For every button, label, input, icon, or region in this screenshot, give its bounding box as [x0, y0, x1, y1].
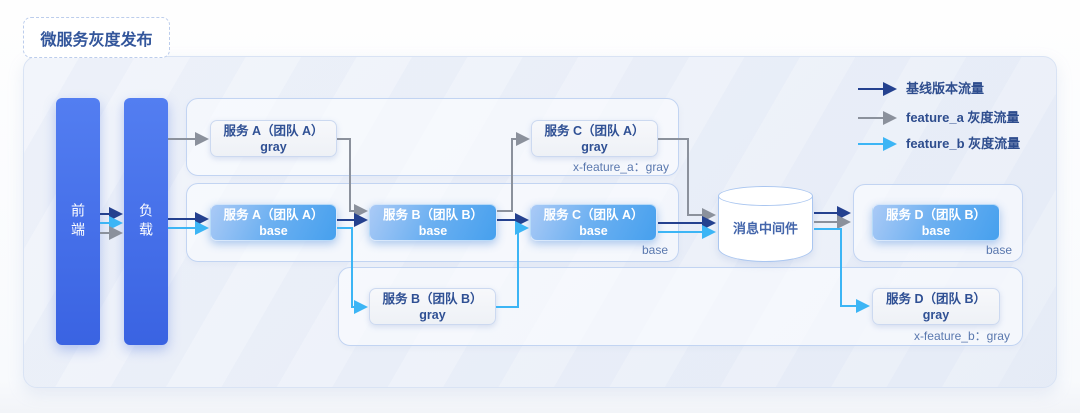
lane-label-base-d: base: [985, 243, 1012, 257]
legend-item-baseline: 基线版本流量: [906, 81, 985, 96]
node-load-balancer: 负载: [124, 98, 168, 345]
node-service-b-gray: 服务 B（团队 B） gray: [369, 288, 496, 325]
node-service-d-base: 服务 D（团队 B） base: [872, 204, 1000, 241]
cylinder-top-ellipse: [718, 186, 813, 206]
node-service-d-gray: 服务 D（团队 B） gray: [872, 288, 1000, 325]
lane-label-base-mid: base: [641, 243, 668, 257]
node-frontend-label: 前端: [70, 202, 86, 241]
node-frontend: 前端: [56, 98, 100, 345]
node-service-b-base: 服务 B（团队 B） base: [369, 204, 497, 241]
lane-label-feature-a: x-feature_a：gray: [572, 160, 669, 174]
node-service-d-gray-version: gray: [922, 307, 950, 322]
node-service-a-gray-version: gray: [260, 139, 287, 154]
node-service-b-base-version: base: [418, 223, 448, 238]
node-service-a-base: 服务 A（团队 A） base: [210, 204, 337, 241]
node-service-c-gray: 服务 C（团队 A） gray: [531, 120, 658, 157]
node-service-c-gray-version: gray: [581, 139, 608, 154]
legend-item-feature-a: feature_a 灰度流量: [906, 110, 1020, 125]
legend-item-feature-b: feature_b 灰度流量: [906, 136, 1021, 151]
node-service-a-base-version: base: [259, 223, 288, 238]
node-service-c-base: 服务 C（团队 A） base: [530, 204, 657, 241]
node-service-d-gray-title: 服务 D（团队 B）: [885, 291, 986, 306]
node-service-a-gray-title: 服务 A（团队 A）: [223, 123, 324, 138]
diagram-title: 微服务灰度发布: [23, 17, 170, 58]
node-service-b-gray-version: gray: [419, 307, 446, 322]
diagram-title-text: 微服务灰度发布: [40, 31, 153, 49]
node-message-middleware: 消息中间件: [718, 186, 813, 262]
node-service-c-base-title: 服务 C（团队 A）: [543, 207, 644, 222]
node-service-a-base-title: 服务 A（团队 A）: [223, 207, 324, 222]
node-service-c-gray-title: 服务 C（团队 A）: [544, 123, 645, 138]
node-message-middleware-label: 消息中间件: [732, 221, 798, 236]
node-service-d-base-version: base: [921, 223, 951, 238]
node-service-b-base-title: 服务 B（团队 B）: [382, 207, 483, 222]
node-service-b-gray-title: 服务 B（团队 B）: [382, 291, 483, 306]
node-load-balancer-label: 负载: [138, 202, 154, 241]
lane-label-feature-b: x-feature_b：gray: [913, 329, 1010, 343]
node-service-a-gray: 服务 A（团队 A） gray: [210, 120, 337, 157]
node-service-c-base-version: base: [579, 223, 608, 238]
node-service-d-base-title: 服务 D（团队 B）: [885, 207, 986, 222]
